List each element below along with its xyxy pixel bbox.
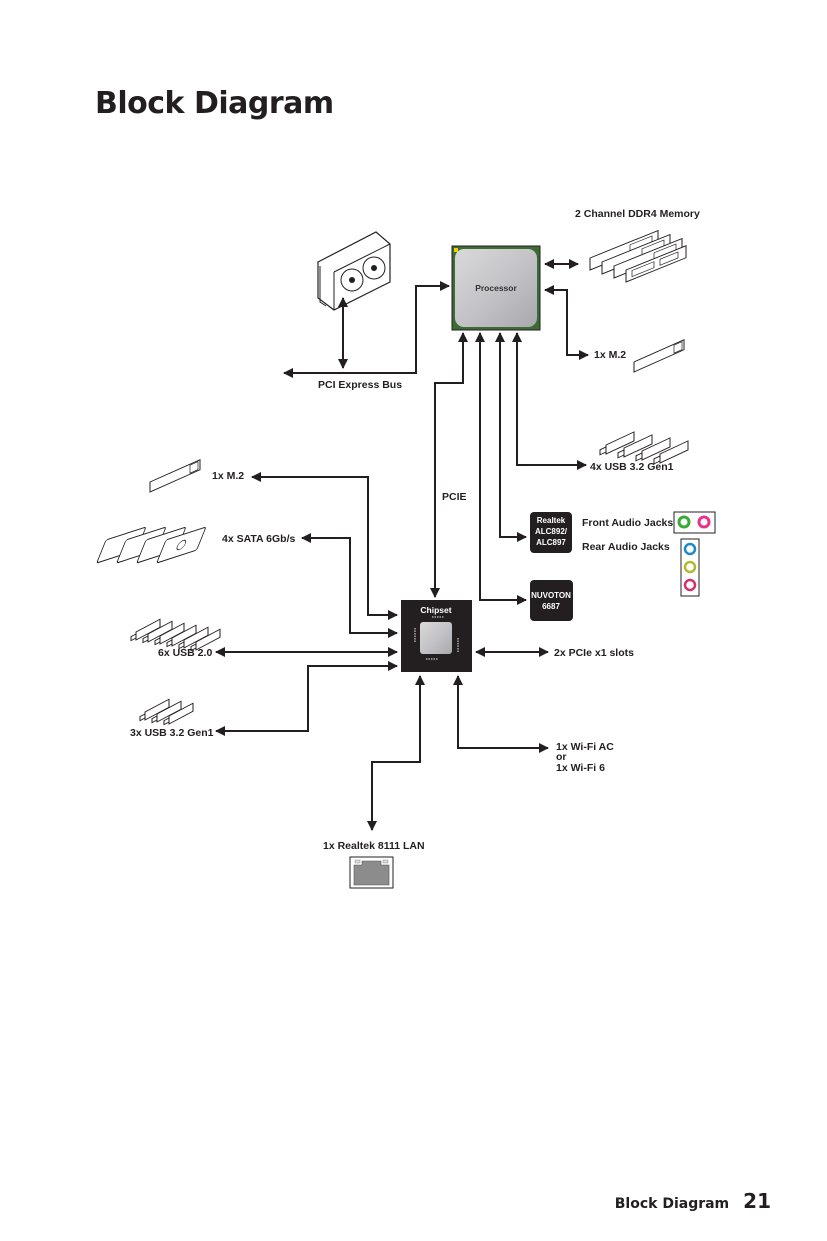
superio-chip: NUVOTON 6687: [530, 580, 573, 621]
page-footer: Block Diagram 21: [615, 1189, 771, 1213]
sata-link: [301, 533, 398, 638]
chipset-m2-ssd-icon: [149, 459, 201, 493]
pcie-link-label: PCIE: [442, 491, 467, 503]
chipset-m2-link: [251, 472, 398, 620]
chipset-usb3-label: 3x USB 3.2 Gen1: [130, 727, 214, 739]
pcie-slots-label: 2x PCIe x1 slots: [554, 647, 634, 659]
page-number: 21: [743, 1189, 771, 1213]
cpu-m2-label: 1x M.2: [594, 349, 626, 361]
usb2-label: 6x USB 2.0: [158, 647, 212, 659]
audio-link: [495, 332, 527, 542]
page-title: Block Diagram: [95, 86, 334, 121]
pci-express-bus-link: [283, 281, 450, 378]
usb-drives-icon: [599, 431, 689, 465]
wifi-label-line2: or: [556, 751, 567, 763]
wifi-label-line1: 1x Wi-Fi AC: [556, 741, 614, 753]
cpu-usb-link: [512, 332, 587, 470]
svg-text:Realtek: Realtek: [537, 516, 566, 525]
rear-audio-label: Rear Audio Jacks: [582, 541, 670, 553]
lan-label: 1x Realtek 8111 LAN: [323, 840, 425, 852]
svg-text:6687: 6687: [542, 602, 560, 611]
rear-audio-jacks-icon: [680, 538, 700, 597]
audio-codec-chip: Realtek ALC892/ ALC897: [530, 512, 572, 553]
chipset-m2-label: 1x M.2: [212, 470, 244, 482]
svg-text:ALC892/: ALC892/: [535, 527, 568, 536]
lan-link: [367, 675, 425, 831]
wifi-link: [453, 675, 549, 753]
pci-express-bus-label: PCI Express Bus: [318, 379, 402, 391]
svg-text:ALC897: ALC897: [536, 538, 566, 547]
wifi-label-line3: 1x Wi-Fi 6: [556, 762, 605, 774]
processor-chip: Processor: [451, 245, 541, 331]
chipset-usb3-link: [215, 661, 398, 736]
chipset-usb3-drives-icon: [139, 698, 194, 726]
ethernet-port-icon: [349, 856, 394, 889]
front-audio-label: Front Audio Jacks: [582, 517, 673, 529]
m2-ssd-icon: [633, 339, 685, 373]
front-audio-jacks-icon: [673, 511, 716, 534]
pcie-cpu-chipset-link: [430, 332, 468, 598]
memory-label: 2 Channel DDR4 Memory: [575, 208, 700, 220]
usb2-drives-icon: [130, 618, 221, 652]
cpu-m2-link: [544, 285, 589, 360]
graphics-card-icon: [317, 231, 391, 311]
processor-label: Processor: [475, 283, 517, 293]
svg-text:NUVOTON: NUVOTON: [531, 591, 571, 600]
footer-section-title: Block Diagram: [614, 1196, 730, 1212]
sata-label: 4x SATA 6Gb/s: [222, 533, 295, 545]
chipset-chip: Chipset: [401, 600, 472, 672]
memory-modules-icon: [589, 229, 687, 283]
chipset-label: Chipset: [420, 605, 451, 615]
sata-drives-icon: [96, 526, 206, 564]
superio-link: [475, 332, 527, 605]
cpu-usb-label: 4x USB 3.2 Gen1: [590, 461, 674, 473]
